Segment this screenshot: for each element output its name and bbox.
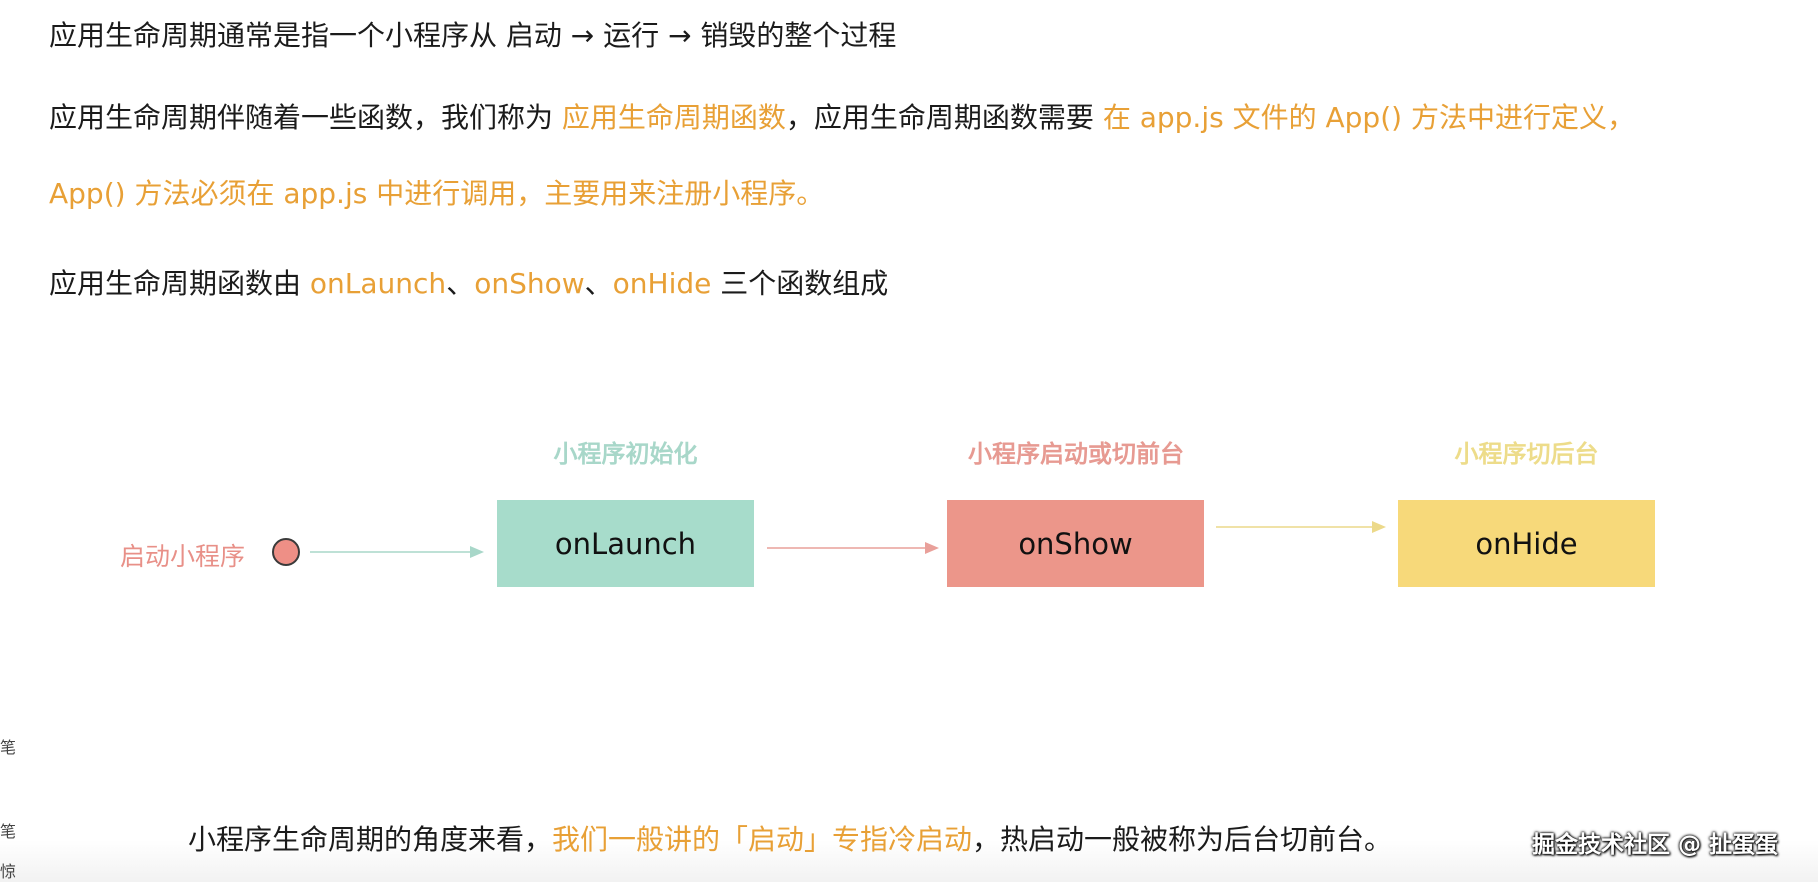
text-segment: 小程序生命周期的角度来看， [188, 823, 553, 856]
paragraph-app-registration: App() 方法必须在 app.js 中进行调用，主要用来注册小程序。 [49, 174, 824, 214]
bottom-fade [0, 840, 1818, 882]
arrow-start-to-onlaunch [310, 546, 484, 558]
onshow-label: onShow [1018, 526, 1133, 561]
onhide-label: onHide [1475, 526, 1578, 561]
arrow-onlaunch-to-onshow [767, 542, 939, 554]
stage-title-init: 小程序初始化 [553, 440, 698, 468]
text-lifecycle-definition: 应用生命周期通常是指一个小程序从 启动 → 运行 → 销毁的整个过程 [49, 19, 897, 52]
separator: 、 [584, 267, 613, 300]
text-segment: 应用生命周期伴随着一些函数，我们称为 [49, 101, 562, 134]
stage-title-show: 小程序启动或切前台 [968, 440, 1184, 468]
edge-glyph: 惊 [0, 862, 17, 881]
arrow-onshow-to-onhide [1216, 521, 1386, 533]
paragraph-lifecycle-functions: 应用生命周期伴随着一些函数，我们称为 应用生命周期函数，应用生命周期函数需要 在… [49, 98, 1635, 138]
lifecycle-diagram: 启动小程序 小程序初始化 onLaunch 小程序启动或切前台 onShow 小… [0, 420, 1818, 620]
start-label: 启动小程序 [120, 542, 246, 571]
arrow-head [470, 546, 484, 558]
onlaunch-label: onLaunch [554, 526, 697, 561]
text-segment: ，应用生命周期函数需要 [785, 101, 1103, 134]
text-segment: 应用生命周期函数由 [49, 267, 310, 300]
highlight-cold-start: 我们一般讲的「启动」专指冷启动 [552, 823, 973, 856]
highlight-onhide: onHide [612, 267, 712, 300]
arrow-head [1372, 521, 1386, 533]
text-segment: 三个函数组成 [711, 267, 889, 300]
highlight-app-registration: App() 方法必须在 app.js 中进行调用，主要用来注册小程序。 [49, 177, 825, 210]
onlaunch-box: onLaunch [497, 500, 754, 587]
start-dot-icon [272, 538, 300, 566]
edge-glyph: 笔 [0, 822, 17, 841]
highlight-onshow: onShow [474, 267, 585, 300]
arrow-head [925, 542, 939, 554]
highlight-define-in-app: 在 app.js 文件的 App() 方法中进行定义， [1102, 101, 1635, 134]
edge-glyph: 笔 [0, 738, 17, 757]
highlight-lifecycle-functions: 应用生命周期函数 [561, 101, 786, 134]
paragraph-three-functions: 应用生命周期函数由 onLaunch、onShow、onHide 三个函数组成 [49, 264, 888, 304]
text-segment: ，热启动一般被称为后台切前台。 [972, 823, 1393, 856]
onhide-box: onHide [1398, 500, 1655, 587]
highlight-onlaunch: onLaunch [309, 267, 447, 300]
onshow-box: onShow [947, 500, 1204, 587]
watermark: 掘金技术社区 @ 扯蛋蛋 [1532, 832, 1779, 858]
paragraph-lifecycle-definition: 应用生命周期通常是指一个小程序从 启动 → 运行 → 销毁的整个过程 [49, 16, 896, 56]
paragraph-cold-start: 小程序生命周期的角度来看，我们一般讲的「启动」专指冷启动，热启动一般被称为后台切… [188, 820, 1392, 860]
separator: 、 [446, 267, 475, 300]
stage-title-hide: 小程序切后台 [1454, 440, 1599, 468]
